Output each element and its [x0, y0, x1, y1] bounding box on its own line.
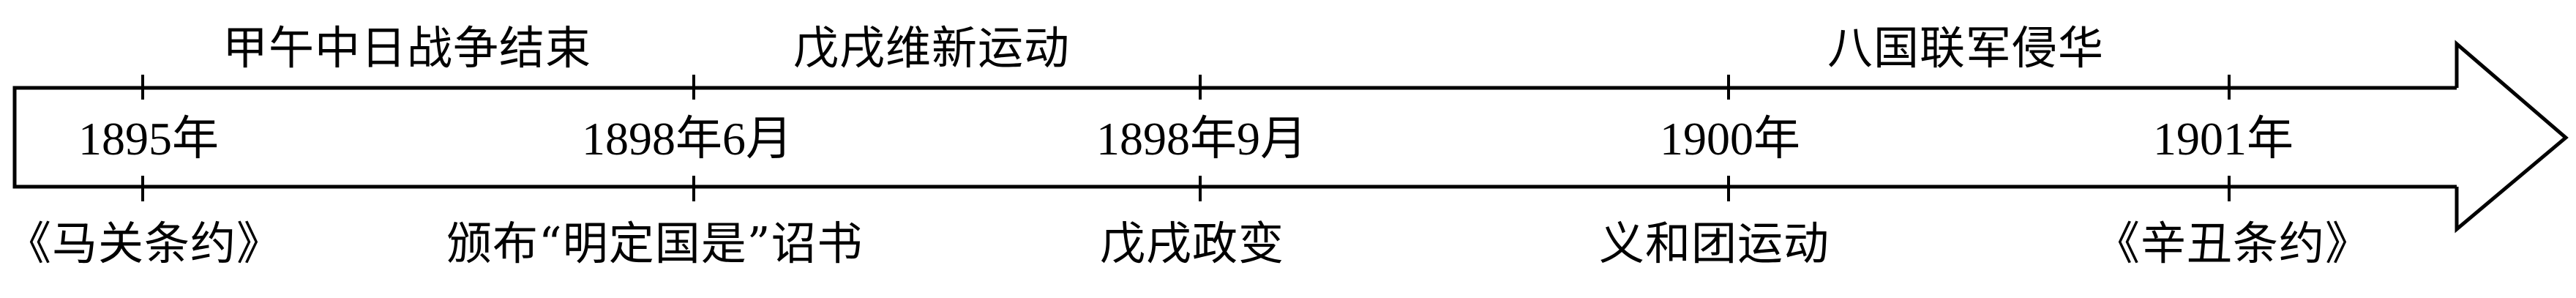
- arrow-head-outline: [2455, 40, 2569, 234]
- period-label-sino-japanese-war-end: 甲午中日战争结束: [222, 21, 592, 75]
- date-label-1898-june: 1898年6月: [582, 113, 793, 165]
- tick-marks: [141, 75, 2231, 201]
- event-label-reform-edict: 颁布“明定国是”诏书: [446, 217, 864, 270]
- date-label-1900: 1900年: [1660, 113, 1800, 165]
- period-label-eight-nation-alliance: 八国联军侵华: [1827, 21, 2105, 75]
- date-label-1901: 1901年: [2153, 113, 2294, 165]
- event-label-boxer-protocol: 《辛丑条约》: [2094, 217, 2372, 270]
- period-label-hundred-days-reform: 戊戌维新运动: [793, 21, 1071, 75]
- arrow-body-outline: [12, 86, 2457, 189]
- date-label-1895: 1895年: [78, 113, 219, 165]
- event-label-wuxu-coup: 戊戌政变: [1100, 217, 1285, 270]
- date-label-1898-september: 1898年9月: [1096, 113, 1307, 165]
- event-label-treaty-of-shimonoseki: 《马关条约》: [6, 217, 283, 270]
- event-label-boxer-movement: 义和团运动: [1599, 217, 1830, 270]
